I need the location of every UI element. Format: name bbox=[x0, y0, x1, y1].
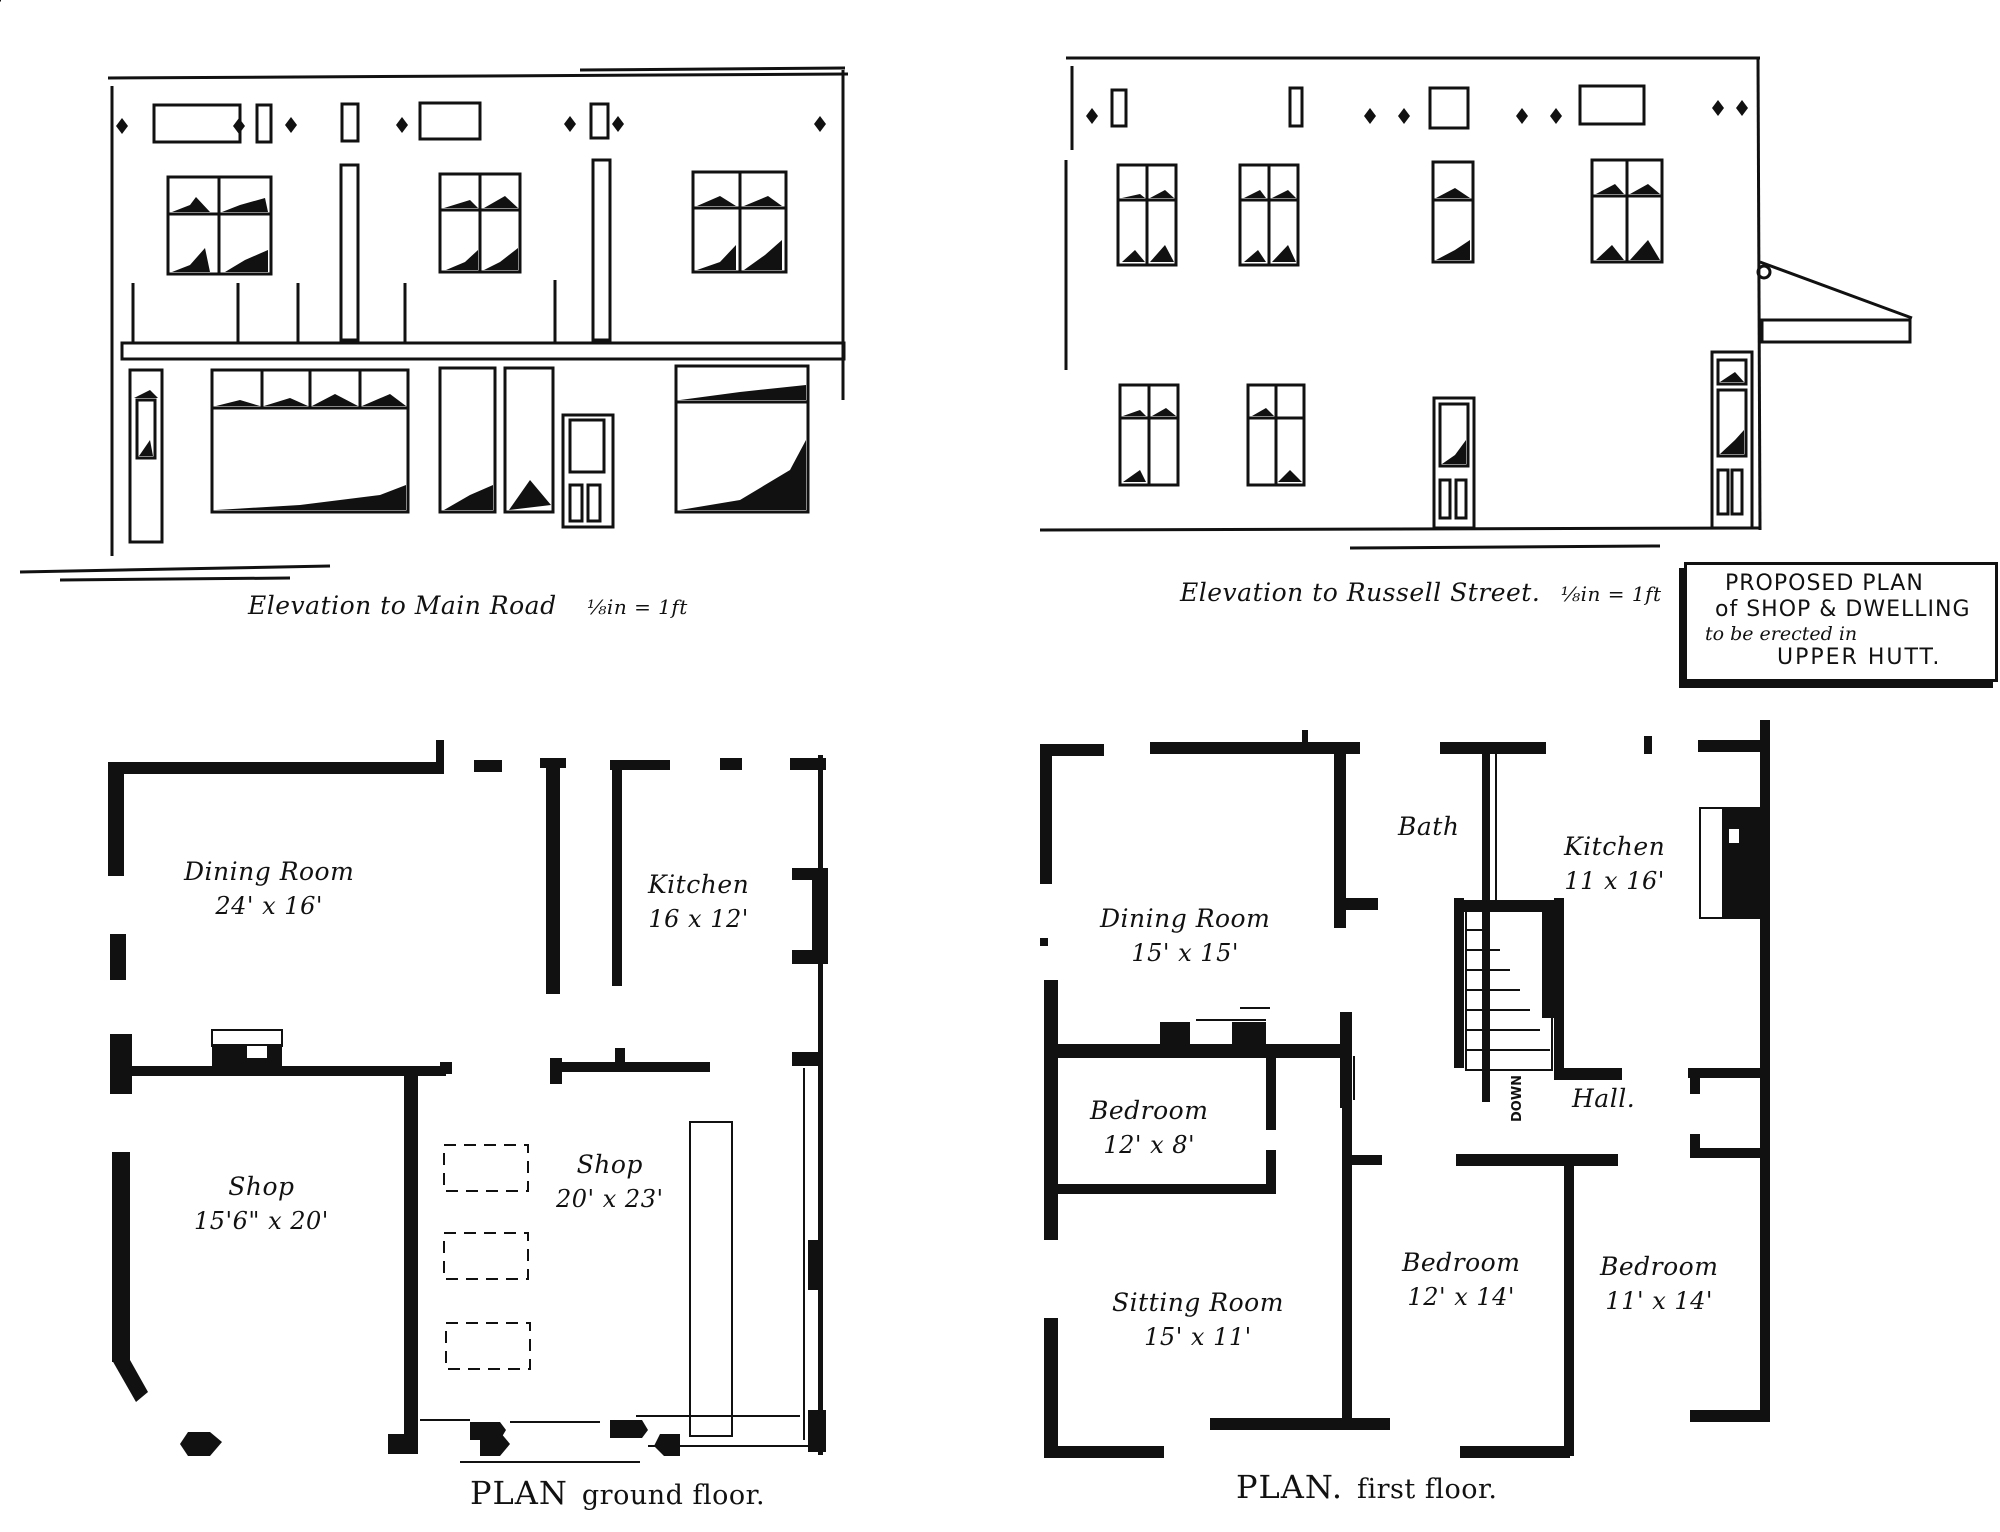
caption-text: Elevation to Russell Street. bbox=[1180, 578, 1541, 607]
elevation-russell-street-drawing bbox=[1039, 56, 1913, 550]
plan-caption-sub: ground floor. bbox=[581, 1480, 766, 1511]
plan-caption-main: PLAN bbox=[470, 1474, 568, 1512]
title-line-4: UPPER HUTT. bbox=[1777, 645, 1942, 670]
title-block: PROPOSED PLAN of SHOP & DWELLING to be e… bbox=[1684, 562, 1998, 682]
room-dining-room-first: Dining Room 15' x 15' bbox=[1100, 902, 1270, 970]
ground-floor-caption: PLAN ground floor. bbox=[470, 1474, 765, 1512]
room-dimension: 15' x 11' bbox=[1144, 1323, 1252, 1351]
elevation-main-road-caption: Elevation to Main Road ⅛in = 1ft bbox=[248, 591, 688, 620]
ground-floor-plan: Dining Room 24' x 16' Kitchen 16 x 12' S… bbox=[108, 740, 828, 1512]
scale-text: ⅛in = 1ft bbox=[587, 595, 688, 619]
caption-text: Elevation to Main Road bbox=[248, 591, 557, 620]
room-name: Kitchen bbox=[1564, 832, 1666, 861]
room-dining-room: Dining Room 24' x 16' bbox=[184, 855, 354, 923]
room-dimension: 12' x 8' bbox=[1103, 1131, 1196, 1159]
diamond-ornaments bbox=[116, 116, 826, 510]
room-name: Dining Room bbox=[1100, 904, 1271, 933]
elevation-main-road-drawing bbox=[0, 0, 849, 582]
room-dimension: 20' x 23' bbox=[556, 1185, 664, 1213]
first-floor-caption: PLAN. first floor. bbox=[1236, 1468, 1498, 1506]
room-dimension: 15'6" x 20' bbox=[194, 1207, 329, 1235]
room-name: Bedroom bbox=[1090, 1096, 1209, 1125]
room-bedroom-small: Bedroom 12' x 8' bbox=[1090, 1094, 1208, 1162]
elevation-russell-street: Elevation to Russell Street. ⅛in = 1ft bbox=[0, 0, 2000, 620]
room-hall: Hall. bbox=[1572, 1082, 1635, 1116]
room-name: Dining Room bbox=[184, 857, 355, 886]
ground-floor-walls bbox=[108, 740, 828, 1463]
room-kitchen: Kitchen 16 x 12' bbox=[648, 868, 749, 936]
plan-caption-main: PLAN. bbox=[1236, 1468, 1344, 1506]
plan-caption-sub: first floor. bbox=[1357, 1474, 1498, 1505]
room-dimension: 11' x 14' bbox=[1605, 1287, 1713, 1315]
room-bath: Bath bbox=[1398, 810, 1459, 844]
room-dimension: 24' x 16' bbox=[215, 892, 323, 920]
room-shop-small: Shop 15'6" x 20' bbox=[194, 1170, 329, 1238]
room-name: Shop bbox=[576, 1150, 643, 1179]
room-name: Kitchen bbox=[648, 870, 750, 899]
room-name: Hall. bbox=[1572, 1084, 1636, 1113]
room-shop-large: Shop 20' x 23' bbox=[556, 1148, 664, 1216]
room-name: Bath bbox=[1398, 812, 1460, 841]
room-dimension: 16 x 12' bbox=[648, 905, 749, 933]
room-name: Bedroom bbox=[1402, 1248, 1521, 1277]
room-bedroom-right: Bedroom 11' x 14' bbox=[1600, 1250, 1718, 1318]
room-name: Shop bbox=[228, 1172, 295, 1201]
elevation-russell-street-caption: Elevation to Russell Street. ⅛in = 1ft bbox=[1180, 578, 1662, 607]
stair-down-label: DOWN bbox=[1510, 1074, 1525, 1122]
room-dimension: 15' x 15' bbox=[1131, 939, 1239, 967]
room-dimension: 11 x 16' bbox=[1564, 867, 1665, 895]
title-line-1: PROPOSED PLAN bbox=[1725, 571, 1924, 596]
room-name: Bedroom bbox=[1600, 1252, 1719, 1281]
room-bedroom-middle: Bedroom 12' x 14' bbox=[1402, 1246, 1520, 1314]
room-kitchen-first: Kitchen 11 x 16' bbox=[1564, 830, 1665, 898]
title-line-2: of SHOP & DWELLING bbox=[1715, 597, 1971, 622]
room-sitting-room: Sitting Room 15' x 11' bbox=[1112, 1286, 1284, 1354]
scale-text: ⅛in = 1ft bbox=[1560, 582, 1662, 606]
title-line-3: to be erected in bbox=[1705, 623, 1858, 645]
room-name: Sitting Room bbox=[1112, 1288, 1284, 1317]
room-dimension: 12' x 14' bbox=[1407, 1283, 1515, 1311]
elevation-main-road: Elevation to Main Road ⅛in = 1ft bbox=[0, 0, 960, 620]
